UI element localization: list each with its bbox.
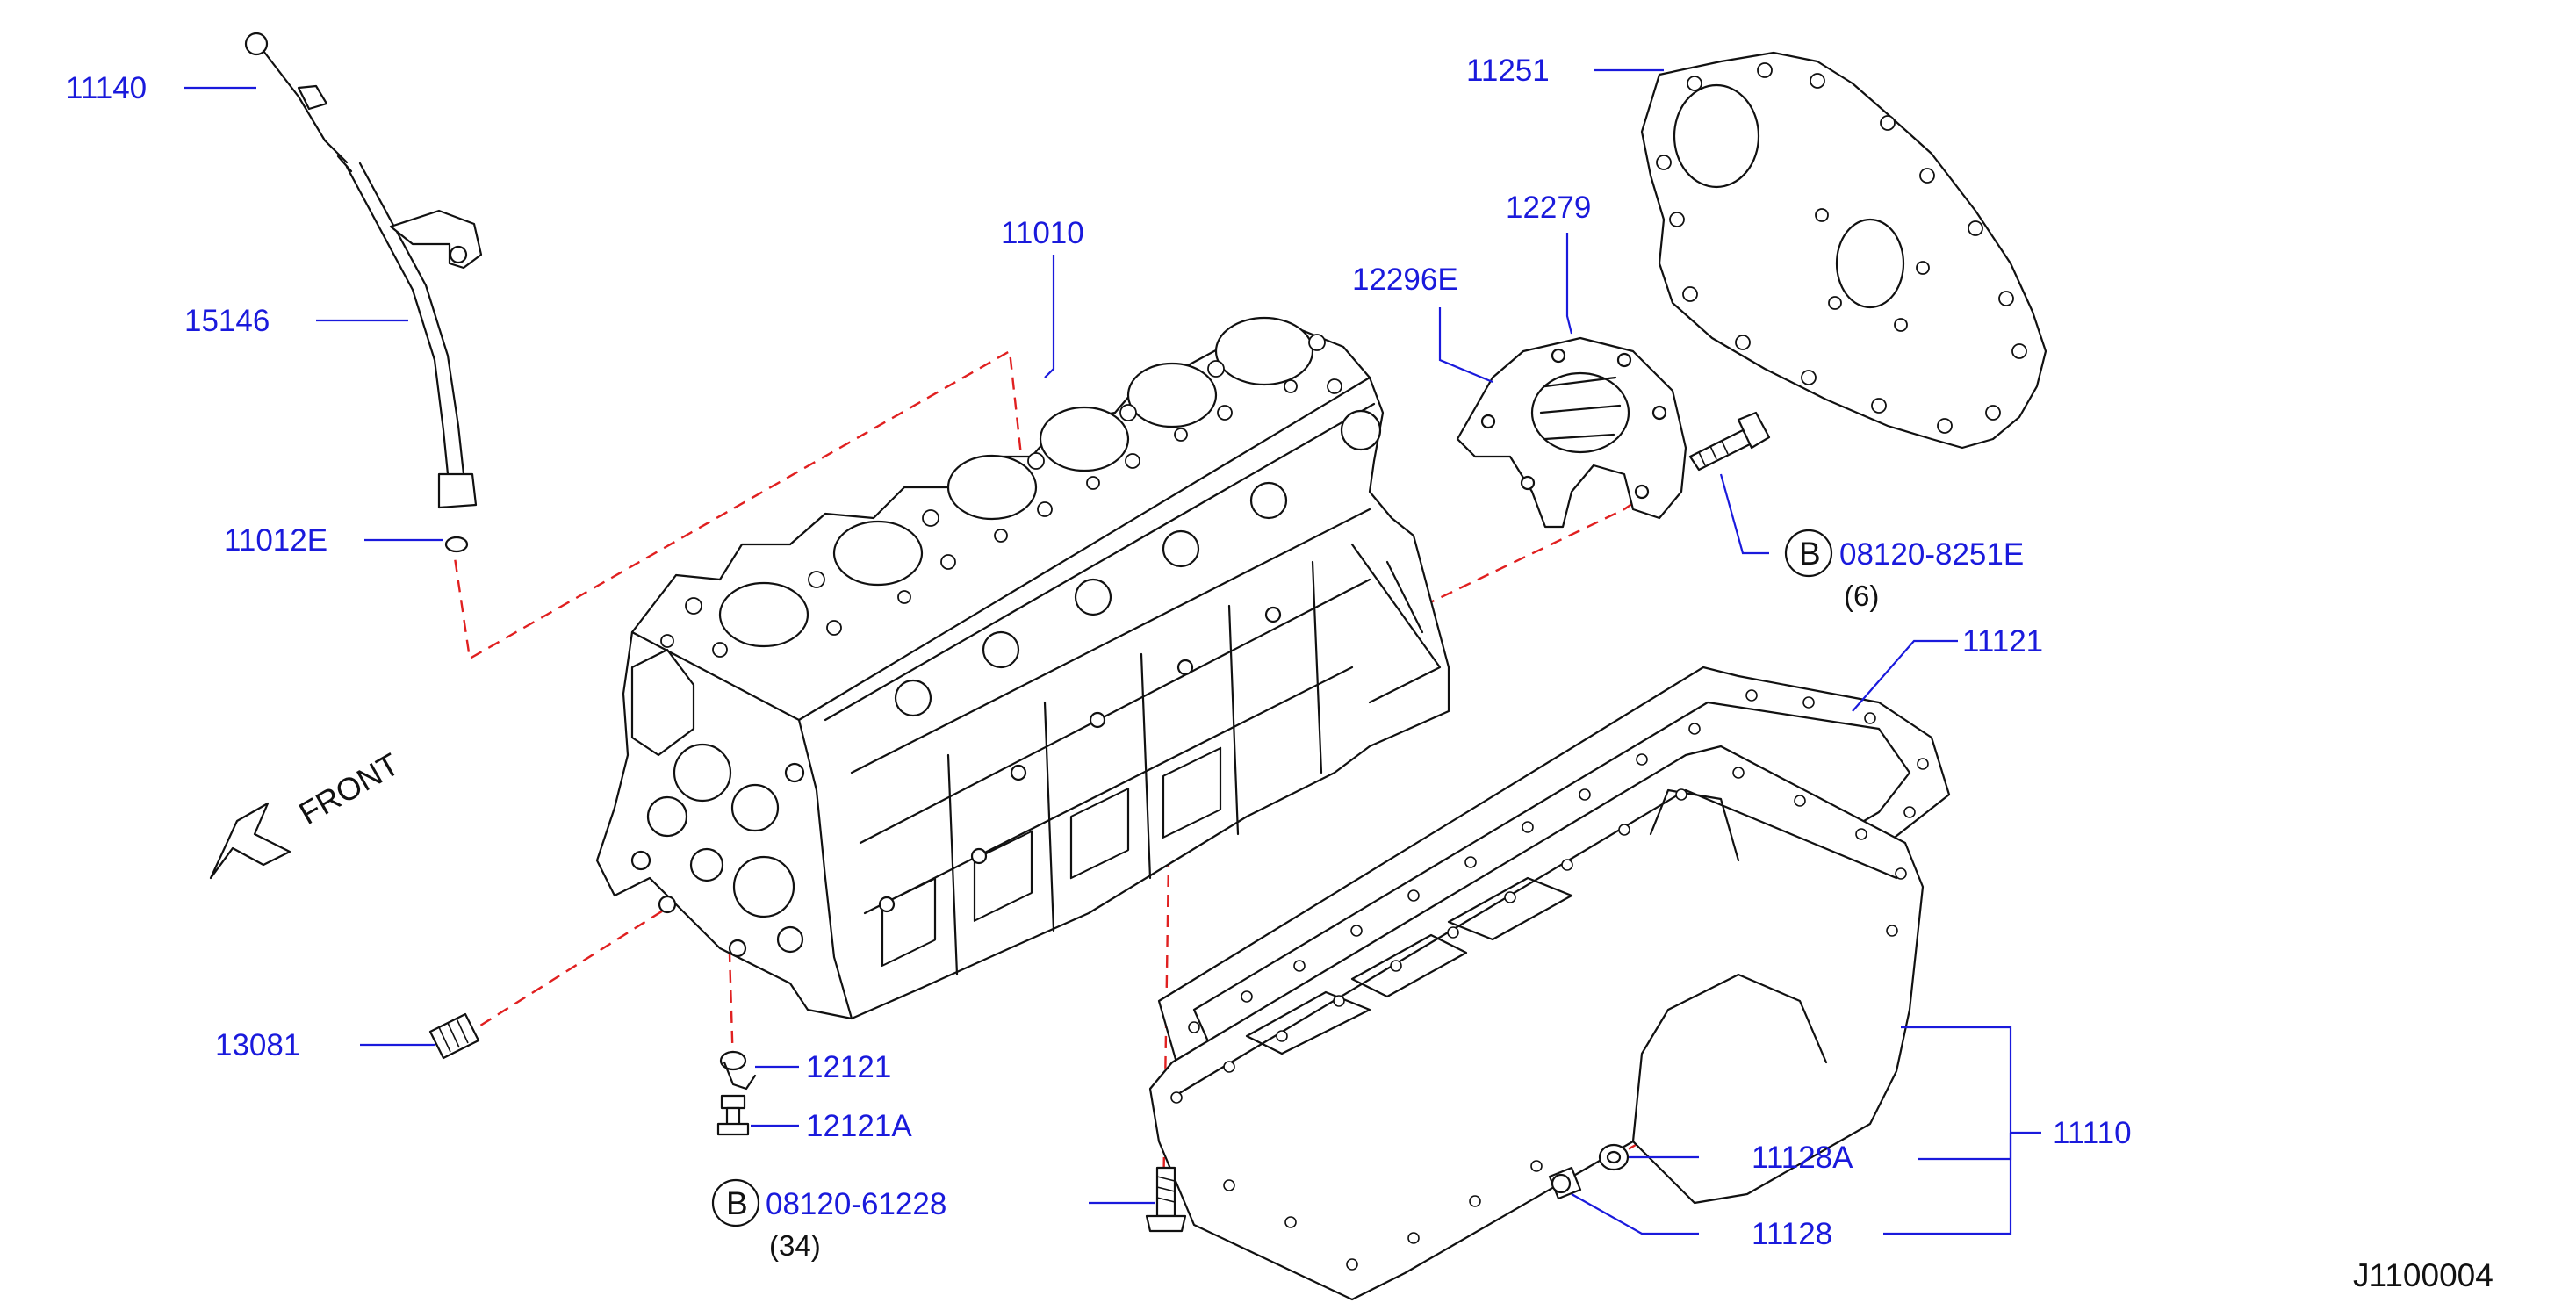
o-ring-11012E [444,536,469,553]
diagram-reference-code: J1100004 [2353,1257,2493,1293]
rear-plate-crank-hole [1835,218,1905,309]
part-labels: 11140 15146 11012E 11010 12296E 12279 11… [66,54,2493,1293]
washer-11128A[interactable] [1598,1143,1630,1171]
label-12121[interactable]: 12121 [806,1050,891,1084]
bracket-hole [449,245,468,264]
pan-flange-inner [1170,788,1898,1099]
rear-plate-11251[interactable] [1640,51,2047,450]
label-12121A[interactable]: 12121A [806,1109,912,1143]
label-11110[interactable]: 11110 [2053,1116,2132,1150]
pan-baffle-3 [1447,876,1573,941]
label-13081[interactable]: 13081 [215,1028,300,1062]
label-11140[interactable]: 11140 [66,71,147,105]
front-label: FRONT [293,745,406,831]
bolt-12121A[interactable] [716,1094,750,1136]
bolt-08120-8251E[interactable] [1688,411,1771,472]
label-11010[interactable]: 11010 [1001,216,1084,250]
label-08120-61228[interactable]: 08120-61228 [766,1187,946,1221]
block-side-details [850,409,1442,976]
pan-baffle-2 [1350,933,1468,998]
deck-holes [660,334,1342,658]
block-front-face-edge [797,718,853,1020]
bolt-head [1737,411,1771,450]
cylinder-block-11010[interactable] [595,316,1450,1020]
leader-lines [184,68,2041,1235]
pan-bolt-shank [1155,1166,1176,1218]
label-08120-8251E[interactable]: 08120-8251E [1839,537,2024,572]
bolt-shank [1688,428,1753,472]
label-11251[interactable]: 11251 [1466,54,1550,88]
label-12279[interactable]: 12279 [1506,191,1591,225]
dipstick-tube-right [358,162,465,476]
rear-plate-bolt-holes [1656,62,2027,434]
front-arrow-icon [209,802,291,880]
drain-plug-11128[interactable] [1548,1166,1582,1200]
label-11128[interactable]: 11128 [1752,1217,1832,1251]
retainer-bore [1530,371,1630,454]
pan-flange-holes [1170,767,1907,1271]
cylinder-bores [718,316,1314,648]
oil-pan-11110[interactable] [1148,745,1925,1301]
label-15146[interactable]: 15146 [184,304,270,338]
svg-text:B: B [726,1185,748,1221]
front-direction-arrow: FRONT [209,745,406,880]
qty-08120-61228: (34) [769,1229,821,1262]
dipstick-tube-left [345,165,450,476]
rear-plate-large-hole [1673,83,1760,189]
pan-bolt-head [1145,1214,1187,1233]
label-11128A[interactable]: 11128A [1752,1141,1853,1175]
plug-13081[interactable] [428,1012,480,1060]
label-11012E[interactable]: 11012E [224,523,327,558]
rear-seal-retainer[interactable] [1456,336,1687,529]
qty-08120-8251E: (6) [1844,580,1879,612]
dipstick-seal [323,139,353,173]
block-front-face [630,648,805,958]
svg-text:B: B [1799,536,1821,572]
dipstick-assembly[interactable] [244,32,483,553]
label-11121[interactable]: 11121 [1962,624,2043,659]
dipstick-ring [244,32,269,56]
tube-bracket [389,209,483,270]
bolt-mark-b-1: B [1784,529,1833,578]
bolt-mark-b-2: B [711,1178,760,1227]
dipstick-cap [297,84,328,111]
deck-lower-edge [824,402,1376,722]
pan-baffle-1 [1245,990,1371,1055]
label-12296E[interactable]: 12296E [1352,263,1458,297]
retainer-ribs [1539,376,1622,441]
dipstick-rod [262,49,327,142]
pan-body [1148,745,1925,1301]
pan-sump-edge [1631,973,1828,1143]
pan-pickup-well [1649,788,1740,862]
bolt-08120-61228[interactable] [1145,1166,1187,1233]
bracket-12121[interactable] [719,1050,757,1091]
block-body [595,328,1450,1020]
tube-fitting [437,472,478,509]
